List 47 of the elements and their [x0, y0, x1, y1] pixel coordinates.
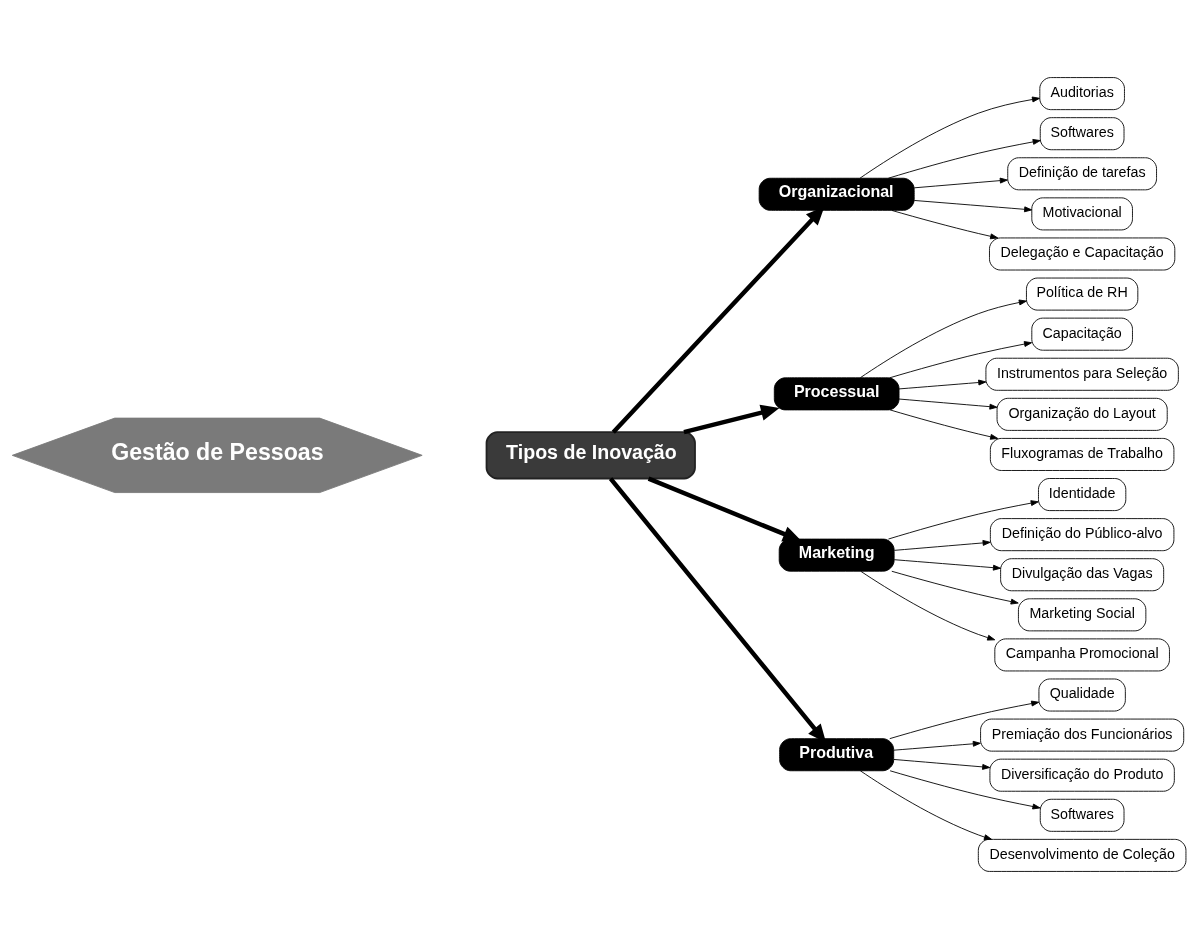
arrow: [893, 539, 991, 551]
arrow: [893, 758, 991, 770]
node-box: Política de RH: [1026, 277, 1139, 311]
arrow: [647, 476, 802, 542]
arrow: [859, 96, 1041, 179]
node-box: Delegação e Capacitação: [989, 237, 1176, 270]
node-box: Organizacional: [758, 177, 915, 211]
arrow: [889, 700, 1040, 739]
node-box: Desenvolvimento de Coleção: [977, 838, 1187, 872]
node-box: Definição do Público-alvo: [989, 517, 1175, 551]
node-box: Processual: [773, 376, 900, 410]
node-box: Marketing: [778, 538, 895, 572]
arrow: [898, 379, 987, 389]
node-box: Campanha Promocional: [994, 637, 1170, 671]
arrow: [889, 408, 999, 440]
arrow: [859, 299, 1027, 378]
node-box: Diversificação do Produto: [989, 758, 1175, 792]
node-box: Auditorias: [1039, 76, 1125, 110]
arrow: [859, 769, 992, 840]
node-box: Capacitação: [1031, 317, 1133, 351]
arrow: [683, 404, 780, 434]
arrow: [898, 398, 998, 410]
arrow: [889, 340, 1033, 378]
node-box: Softwares: [1039, 798, 1125, 832]
arrow: [887, 138, 1041, 179]
arrow: [913, 199, 1033, 212]
node-box: Produtiva: [779, 737, 895, 771]
node-box: Tipos de Inovação: [485, 430, 696, 479]
arrow: [913, 177, 1008, 188]
arrow: [891, 209, 999, 239]
arrow: [860, 570, 996, 641]
node-box: Premiação dos Funcionários: [980, 718, 1185, 752]
node-box: Instrumentos para Seleção: [985, 357, 1179, 391]
node-box: Motivacional: [1031, 196, 1133, 230]
node-box: Divulgação das Vagas: [1000, 557, 1165, 591]
arrow: [893, 558, 1001, 571]
node-box: Fluxogramas de Trabalho: [989, 437, 1175, 471]
arrow: [893, 740, 981, 751]
arrow: [887, 499, 1039, 539]
node-box: Softwares: [1039, 116, 1125, 150]
node-box: Qualidade: [1038, 678, 1126, 711]
node-box: Organização do Layout: [996, 397, 1168, 431]
node-box: Marketing Social: [1018, 597, 1147, 631]
arrow: [891, 570, 1019, 604]
node-box: Definição de tarefas: [1007, 156, 1157, 190]
node-box: Identidade: [1038, 477, 1127, 511]
arrow: [889, 769, 1041, 809]
